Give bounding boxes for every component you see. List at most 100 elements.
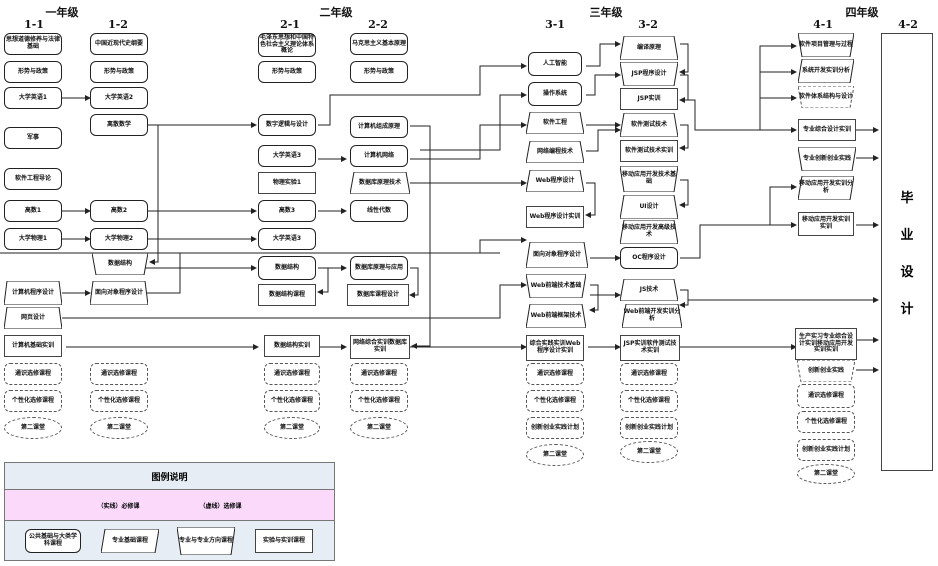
elective-node: 创新创业实践计划 [620, 417, 678, 439]
link [585, 182, 596, 218]
legend: 图例说明 （实线）必修课 （虚线）选修课 公共基础与大类学科课程 专业基础课程 … [4, 462, 335, 561]
course-node: 网络综合实训数据库实训 [350, 335, 410, 359]
course-node: 计算机基础实训 [4, 335, 62, 357]
course-node: 移动应用开发实训实训 [798, 212, 854, 236]
link [62, 282, 527, 319]
semester-header-1-2: 1-2 [108, 18, 128, 31]
link [679, 43, 689, 75]
semester-header-1-1: 1-1 [24, 18, 44, 31]
course-node: JS技术 [620, 279, 678, 301]
course-node: Web程序设计实训 [526, 206, 584, 228]
semester-header-2-1: 2-1 [280, 18, 300, 31]
course-node: 形势与政策 [90, 61, 148, 83]
link [586, 72, 621, 96]
course-node: Web前端技术基础 [526, 274, 586, 298]
semester-header-4-1: 4-1 [813, 18, 833, 31]
link [145, 237, 527, 294]
course-node: 线性代数 [350, 200, 408, 222]
link [679, 124, 689, 151]
elective-node: 通识选修课程 [350, 363, 408, 385]
course-node: 离散数学 [90, 114, 148, 136]
year-header-4: 四年级 [845, 6, 879, 19]
course-node: 移动应用开发技术基础 [620, 166, 678, 192]
link [586, 127, 621, 152]
link [679, 74, 689, 103]
course-node: 形势与政策 [258, 61, 316, 83]
link [589, 284, 599, 313]
year-header-2: 二年级 [319, 6, 353, 19]
course-node: 专业综合设计实训 [798, 119, 856, 141]
course-node: OC程序设计 [620, 247, 678, 269]
course-node: 数据库课程设计 [347, 284, 409, 306]
course-node: 数据结构 [258, 256, 316, 280]
second-class-node: 第二课堂 [90, 417, 148, 439]
legend-dashed-line: （虚线）选修课 [199, 502, 242, 510]
second-class-node: 第二课堂 [350, 417, 408, 439]
legend-solid-line: （实线）必修课 [97, 502, 140, 510]
course-node: Web程序设计 [526, 170, 584, 192]
elective-node: 通识选修课程 [797, 384, 855, 408]
course-node: 软件测试技术 [620, 113, 678, 137]
course-node: 综合实践实训Web程序设计实训 [526, 335, 584, 361]
course-node: 思想道德修养与法律基础 [4, 33, 62, 55]
course-node: 军事 [4, 127, 62, 149]
course-node: 大学英语3 [258, 228, 316, 250]
course-node: JSP程序设计 [620, 62, 678, 86]
grad-char: 设 [900, 265, 914, 280]
link [410, 122, 527, 160]
elective-node: 创新创业实践计划 [797, 439, 855, 461]
link [409, 267, 419, 298]
course-node: 面向对象程序设计 [90, 281, 148, 305]
semester-header-3-1: 3-1 [545, 18, 565, 31]
course-node: 形势与政策 [350, 61, 408, 83]
course-node: 高数2 [90, 200, 148, 222]
course-node: 移动应用开发高级技术 [620, 220, 678, 244]
course-node: 软件测试技术实训 [620, 140, 678, 162]
course-node: 毛泽东思想和中国特色社会主义理论体系概论 [258, 33, 316, 57]
course-node: 计算机组成原理 [350, 116, 408, 138]
elective-node: 通识选修课程 [264, 363, 320, 385]
elective-node: 个性化选修课程 [797, 411, 855, 433]
course-node: 专业创新创业实践 [798, 147, 856, 171]
course-node: 数据结构实训 [264, 335, 320, 357]
second-class-node: 第二课堂 [4, 417, 62, 439]
course-node: 系统开发实训分析 [798, 59, 854, 83]
elective-node: 个性化选修课程 [90, 390, 148, 412]
elective-node: 个性化选修课程 [620, 390, 678, 412]
course-node: 计算机网络 [350, 145, 408, 167]
course-node: 大学英语3 [258, 145, 316, 167]
elective-node: 软件体系结构与设计 [798, 86, 854, 108]
course-node: 大学英语1 [4, 87, 62, 109]
second-class-node: 第二课堂 [264, 417, 320, 439]
link [680, 184, 797, 259]
course-node: 软件项目管理与过程 [798, 33, 854, 57]
grad-char: 计 [900, 302, 914, 317]
course-node: UI设计 [620, 195, 678, 219]
link [318, 63, 527, 126]
course-node: 形势与政策 [4, 61, 62, 83]
link [317, 267, 329, 295]
course-node: Web前端框架技术 [526, 304, 586, 328]
course-node: 数据结构 [92, 253, 148, 275]
legend-shape-major: 专业与专业方向课程 [177, 527, 235, 555]
course-node: 数据库原理技术 [350, 172, 410, 194]
course-node: 高数3 [258, 200, 316, 222]
course-node: 软件工程导论 [4, 168, 62, 190]
elective-node: 个性化选修课程 [526, 390, 584, 412]
course-node: 生产实习专业综合设计实训移动应用开发实训实训 [795, 328, 857, 360]
elective-node: 个性化选修课程 [350, 390, 408, 412]
legend-title: 图例说明 [5, 463, 334, 490]
course-node: 面向对象程序设计 [526, 242, 588, 268]
course-node: Web前端开发实训分析 [622, 304, 682, 328]
course-node: 数据库原理与应用 [350, 256, 408, 280]
legend-line-types: （实线）必修课 （虚线）选修课 [5, 490, 334, 521]
semester-header-3-2: 3-2 [638, 18, 658, 31]
link [586, 41, 621, 67]
course-node: 数字逻辑与设计 [258, 114, 316, 136]
graduation-design-block: 毕 业 设 计 [881, 33, 933, 471]
course-node: 大学英语2 [90, 87, 148, 109]
course-node: 计算机程序设计 [4, 281, 62, 305]
year-header-3: 三年级 [589, 6, 623, 19]
elective-node: 个性化选修课程 [264, 390, 320, 412]
